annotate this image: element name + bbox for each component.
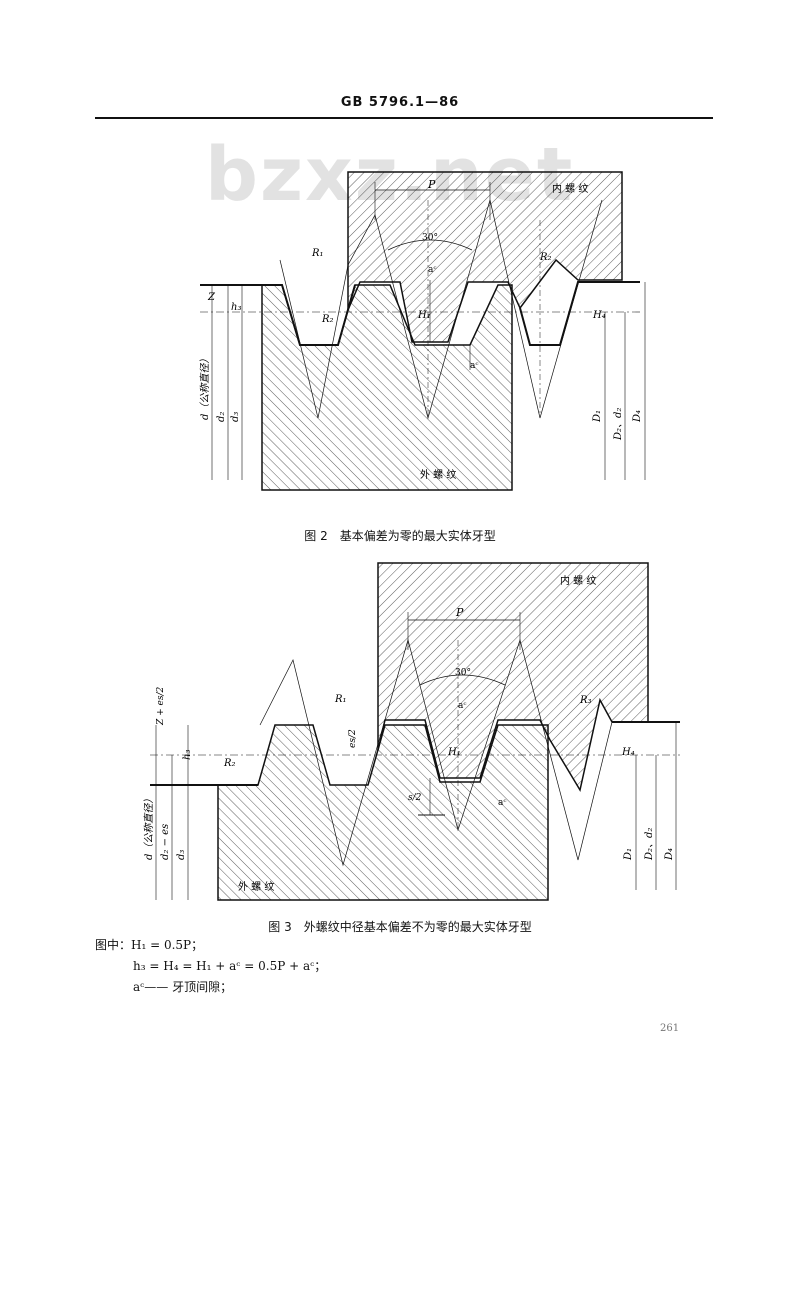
figure-3-diagram: P 30° 内 螺 纹 外 螺 纹 R₁ R₂ R₃ aᶜ aᶜ H₁ H₄ Z… xyxy=(143,562,680,901)
label-internal-thread: 内 螺 纹 xyxy=(552,182,588,195)
label-s-2: s/2 xyxy=(408,793,422,803)
label-D2-d2: D₂、d₂ xyxy=(644,828,655,861)
label-H1: H₁ xyxy=(447,747,461,758)
external-thread-region xyxy=(261,284,513,491)
legend-line-2: h₃ = H₄ = H₁ + aᶜ = 0.5P + aᶜ； xyxy=(133,959,327,973)
label-angle-30: 30° xyxy=(422,233,438,243)
label-d: d（公称直径） xyxy=(143,794,155,860)
label-ac-top: aᶜ xyxy=(458,701,466,711)
label-ac-top: aᶜ xyxy=(428,265,436,275)
label-D1: D₁ xyxy=(623,848,634,861)
label-h3: h₃ xyxy=(231,302,241,313)
header-rule xyxy=(95,117,713,119)
label-H4: H₄ xyxy=(621,747,635,758)
internal-thread-region xyxy=(347,171,623,343)
label-es-2: es/2 xyxy=(348,729,358,748)
document-header: GB 5796.1—86 xyxy=(340,95,460,110)
label-R1: R₁ xyxy=(311,248,324,259)
label-external-thread: 外 螺 纹 xyxy=(420,468,456,481)
label-D2-d2: D₂、d₂ xyxy=(613,408,624,441)
label-D1: D₁ xyxy=(592,410,603,423)
label-internal-thread: 内 螺 纹 xyxy=(560,574,596,587)
label-external-thread: 外 螺 纹 xyxy=(238,880,274,893)
label-d2: d₂ xyxy=(216,412,227,422)
label-D4: D₄ xyxy=(632,410,643,423)
label-d3: d₃ xyxy=(176,850,187,860)
figure-2-caption: 图 2 基本偏差为零的最大实体牙型 xyxy=(304,529,496,543)
label-h3: h₃ xyxy=(182,750,193,760)
external-thread-region xyxy=(217,724,549,901)
label-R2-left: R₂ xyxy=(321,314,334,325)
figure-legend: 图中：H₁ = 0.5P； h₃ = H₄ = H₁ + aᶜ = 0.5P +… xyxy=(95,935,326,998)
label-d2-es: d₂ − es xyxy=(160,824,171,860)
label-P: P xyxy=(427,178,436,191)
legend-line-3: aᶜ—— 牙顶间隙； xyxy=(133,980,233,994)
label-H1: H₁ xyxy=(417,310,431,321)
label-d: d（公称直径） xyxy=(199,354,211,420)
label-d3: d₃ xyxy=(230,412,241,422)
page-number: 261 xyxy=(660,1023,680,1034)
label-R2-right: R₂ xyxy=(539,252,552,263)
label-R3: R₃ xyxy=(579,695,592,706)
figure-2-diagram: P 30° 内 螺 纹 外 螺 纹 R₁ R₂ R₂ aᶜ aᶜ H₁ H₄ Z… xyxy=(199,171,646,491)
label-H4: H₄ xyxy=(592,310,606,321)
label-angle-30: 30° xyxy=(455,668,471,678)
legend-line-1: 图中：H₁ = 0.5P； xyxy=(95,938,204,952)
label-ac-bottom: aᶜ xyxy=(498,798,506,808)
label-R2: R₂ xyxy=(223,758,236,769)
label-Z-es: Z + es/2 xyxy=(156,687,166,726)
label-ac-bottom: aᶜ xyxy=(470,361,478,371)
label-D4: D₄ xyxy=(664,848,675,861)
label-Z: Z xyxy=(207,292,216,303)
label-P: P xyxy=(455,606,464,619)
label-R1: R₁ xyxy=(334,694,347,705)
figure-3-caption: 图 3 外螺纹中径基本偏差不为零的最大实体牙型 xyxy=(268,920,532,934)
